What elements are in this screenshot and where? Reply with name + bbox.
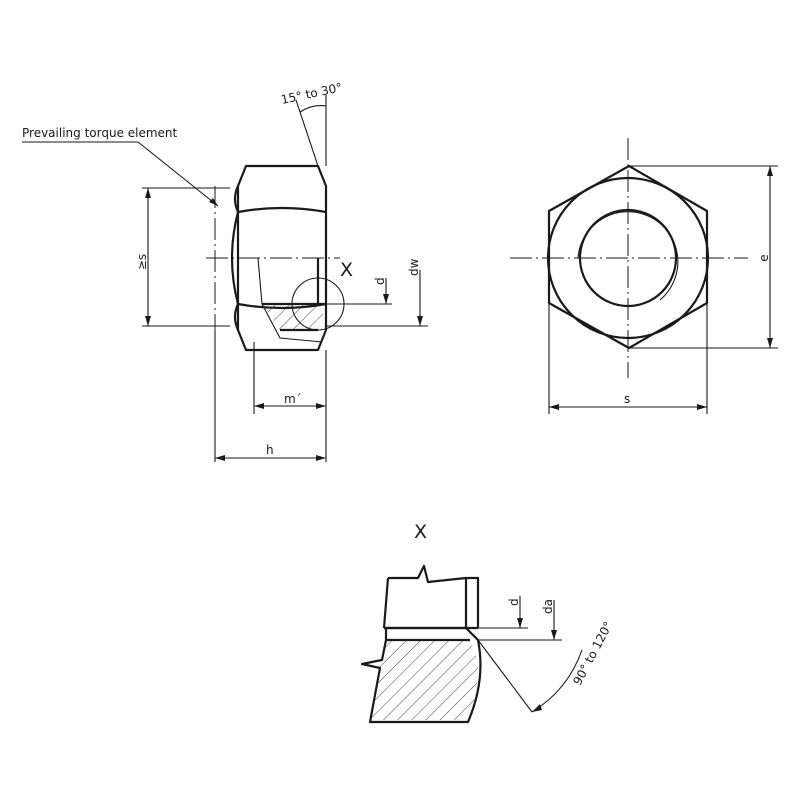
e-label: e — [757, 254, 771, 261]
thread-line — [257, 257, 323, 343]
leader-arrowhead — [209, 198, 218, 206]
detail-section-hatch — [370, 640, 478, 720]
e-arrow-top — [767, 166, 773, 176]
e-dim: e — [629, 165, 778, 349]
detail-title: X — [414, 521, 427, 543]
h-arrow-left — [215, 455, 225, 461]
dw-label: dw — [407, 258, 421, 276]
side-view — [206, 164, 345, 352]
chamfer-angle-dim: 15° to 30° — [280, 80, 344, 167]
top-view — [510, 138, 748, 378]
countersink-extension — [477, 639, 533, 713]
side-view-facet-top — [237, 206, 327, 214]
m-prime-dim: m´ — [253, 342, 327, 462]
detail-da-dim: da — [478, 599, 562, 641]
side-view-facet-curve-left-bot — [233, 303, 240, 331]
chamfer-angle-label: 15° to 30° — [280, 80, 344, 107]
leader-line — [22, 141, 219, 207]
s-dim: s — [548, 303, 708, 414]
chamfer-extension — [295, 99, 319, 167]
s-min-dim: ≥s — [135, 187, 230, 327]
s-min-label: ≥s — [135, 254, 149, 270]
section-hatch — [262, 304, 326, 330]
h-dim: h — [214, 330, 326, 462]
side-view-facet-curve-left-top — [233, 185, 240, 213]
m-prime-label: m´ — [284, 392, 302, 406]
detail-marker: X — [340, 259, 353, 281]
detail-left-edge — [382, 577, 390, 629]
e-arrow-bottom — [767, 338, 773, 348]
detail-section-outline — [360, 626, 482, 724]
side-view-outline — [236, 164, 328, 352]
section-outline — [262, 302, 326, 332]
hexagon — [547, 164, 709, 350]
s-arrow-left — [549, 404, 559, 410]
detail-da-label: da — [541, 599, 555, 614]
s-label: s — [624, 392, 630, 406]
s-min-arrow-bottom — [145, 316, 151, 326]
detail-da-arrow — [551, 630, 557, 640]
detail-upper-body — [388, 564, 480, 628]
countersink-arrow — [532, 704, 542, 712]
d-label: d — [373, 277, 387, 285]
h-label: h — [266, 443, 274, 457]
d-dim: d — [318, 277, 392, 305]
m-prime-arrow-right — [316, 403, 326, 409]
dw-dim: dw — [326, 258, 428, 327]
s-arrow-right — [697, 404, 707, 410]
countersink-angle-dim: 90° to 120° — [477, 619, 615, 713]
dw-arrow — [417, 316, 423, 326]
detail-d-dim: d — [478, 596, 528, 629]
detail-d-arrow — [517, 618, 523, 628]
s-min-arrow-top — [145, 188, 151, 198]
d-arrow — [383, 294, 389, 304]
chamfer-arc — [299, 105, 327, 113]
countersink-angle-label: 90° to 120° — [570, 619, 615, 687]
detail-view — [360, 564, 482, 724]
h-arrow-right — [316, 455, 326, 461]
prevailing-torque-label: Prevailing torque element — [22, 126, 178, 140]
thread-arc — [577, 211, 679, 301]
detail-d-label: d — [507, 598, 521, 606]
m-prime-arrow-left — [254, 403, 264, 409]
prevailing-torque-leader: Prevailing torque element — [22, 126, 219, 207]
